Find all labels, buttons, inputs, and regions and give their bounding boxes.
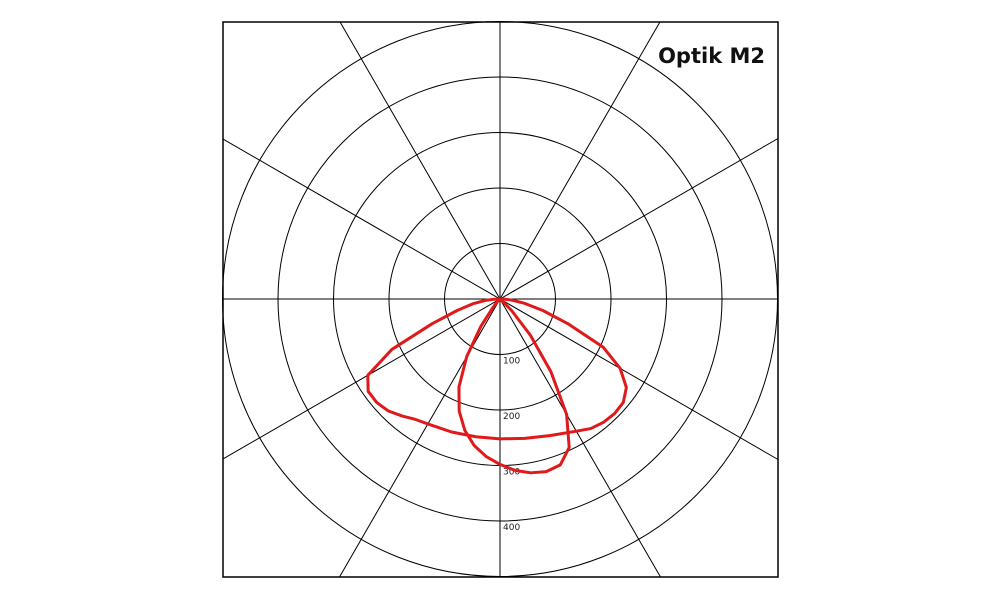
intensity-curves <box>366 297 628 475</box>
radial-tick-label: 300 <box>503 468 520 478</box>
intensity-curve-wide <box>366 297 628 441</box>
intensity-curve-narrow <box>457 297 571 475</box>
radial-tick-labels: 100 200 300 400 <box>503 357 520 534</box>
chart-title: Optik M2 <box>658 44 765 68</box>
radial-tick-label: 100 <box>503 357 520 367</box>
radial-tick-label: 200 <box>503 412 520 422</box>
radial-tick-label: 400 <box>503 523 520 533</box>
